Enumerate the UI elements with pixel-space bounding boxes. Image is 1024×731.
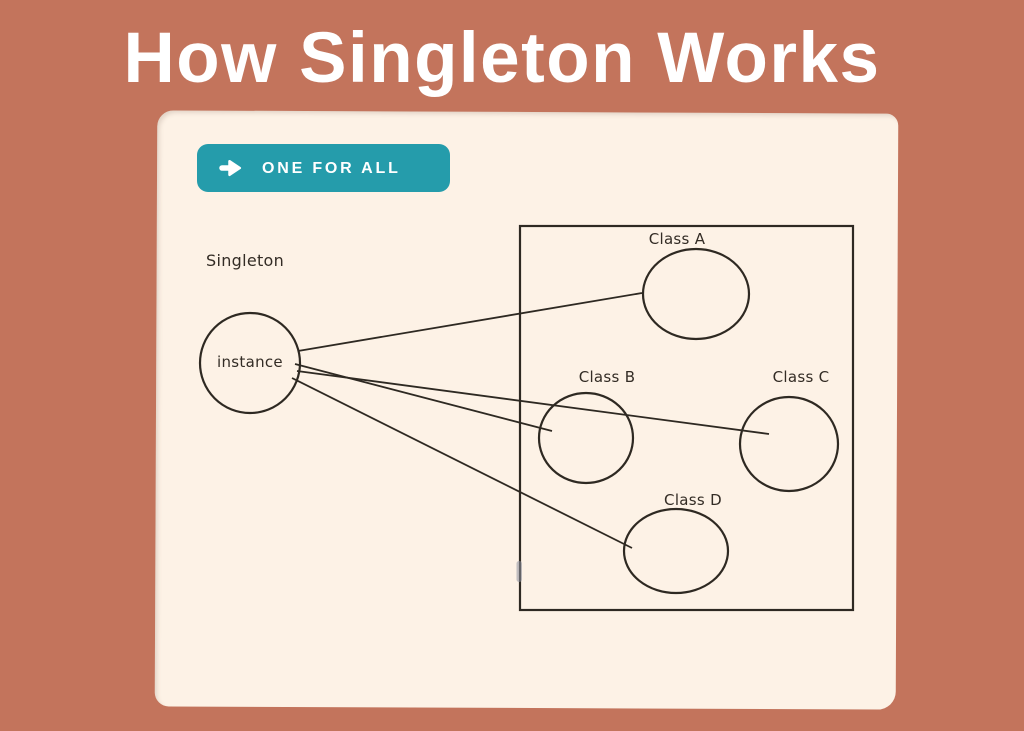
badge-label: ONE FOR ALL xyxy=(262,159,401,177)
instance-label: instance xyxy=(217,353,283,371)
class-d-label: Class D xyxy=(664,491,722,509)
class-a-label: Class A xyxy=(648,230,706,248)
class-b-label: Class B xyxy=(578,368,636,386)
singleton-label: Singleton xyxy=(206,251,285,270)
one-for-all-badge: ONE FOR ALL xyxy=(197,144,450,192)
page-title: How Singleton Works xyxy=(123,19,881,98)
class-c-label: Class C xyxy=(772,368,830,386)
paper-card xyxy=(154,110,899,710)
arrow-right-icon xyxy=(218,158,245,178)
